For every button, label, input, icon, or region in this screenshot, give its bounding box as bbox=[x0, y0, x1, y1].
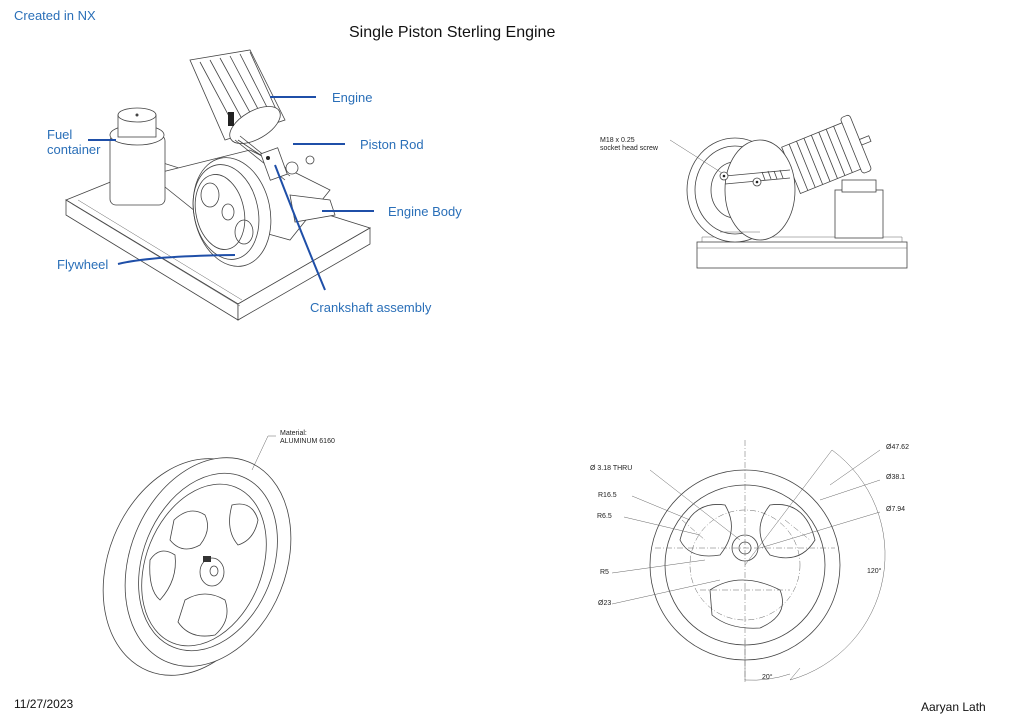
screw-note-line2: socket head screw bbox=[600, 145, 658, 152]
engine-body-callout: Engine Body bbox=[388, 204, 462, 219]
dim-d47: Ø47.62 bbox=[886, 444, 909, 451]
dim-thru: Ø 3.18 THRU bbox=[590, 465, 633, 472]
side-view-drawing bbox=[669, 114, 908, 269]
dim-d38: Ø38.1 bbox=[886, 474, 906, 481]
material-note: Material: ALUMINUM 6160 bbox=[280, 430, 335, 446]
dim-angle-20: 20° bbox=[762, 674, 773, 681]
dim-r6: R6.5 bbox=[597, 513, 612, 520]
iso-assembly-drawing bbox=[65, 49, 371, 321]
material-note-value: ALUMINUM 6160 bbox=[280, 438, 335, 445]
page-title: Single Piston Sterling Engine bbox=[349, 24, 556, 41]
flywheel-front-drawing bbox=[611, 440, 886, 682]
material-note-label: Material: bbox=[280, 430, 307, 437]
footer-author: Aaryan Lath bbox=[921, 700, 986, 714]
dim-d23: Ø23 bbox=[598, 600, 612, 607]
piston-rod-callout: Piston Rod bbox=[360, 137, 424, 152]
footer-date: 11/27/2023 bbox=[14, 697, 74, 711]
engine-callout: Engine bbox=[332, 90, 373, 105]
created-in-label: Created in NX bbox=[14, 8, 96, 23]
flywheel-iso-drawing bbox=[102, 435, 292, 676]
dim-angle-120: 120° bbox=[867, 568, 882, 575]
callout-leaders bbox=[88, 96, 374, 291]
crankshaft-callout: Crankshaft assembly bbox=[310, 300, 432, 315]
fuel-container-callout: Fuel container bbox=[47, 127, 101, 157]
screw-note: M18 x 0.25 socket head screw bbox=[600, 137, 658, 153]
flywheel-leader bbox=[117, 254, 236, 265]
dim-d7: Ø7.94 bbox=[886, 506, 906, 513]
crankshaft-leader bbox=[274, 164, 326, 291]
flywheel-callout: Flywheel bbox=[57, 257, 109, 272]
screw-note-line1: M18 x 0.25 bbox=[600, 137, 635, 144]
dim-r16: R16.5 bbox=[598, 492, 617, 499]
dim-r5: R5 bbox=[600, 569, 609, 576]
